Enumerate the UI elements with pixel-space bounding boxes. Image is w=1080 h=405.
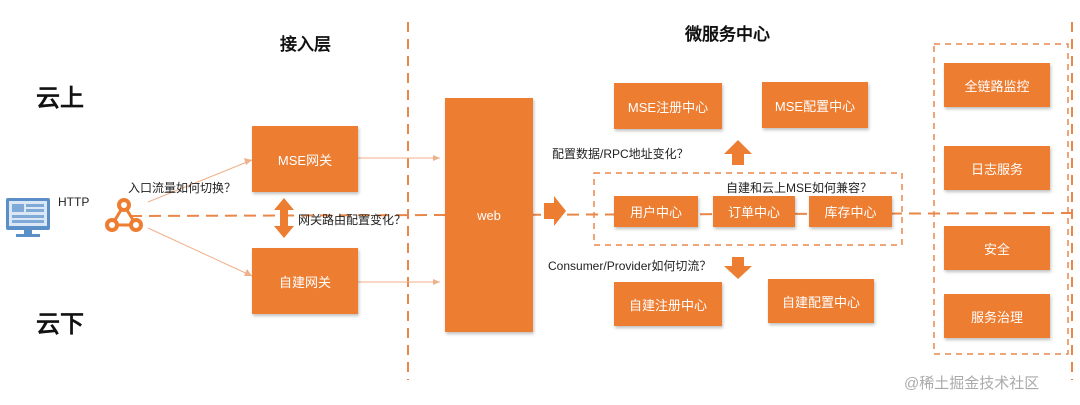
- up-arrow: [724, 140, 752, 165]
- client-monitor-icon: [6, 198, 50, 237]
- right-panel-logging: 日志服务: [944, 146, 1050, 190]
- right-panel-border: [933, 43, 1069, 355]
- watermark: @稀土掘金技术社区: [904, 375, 1040, 392]
- right-panel-governance: 服务治理: [944, 294, 1050, 338]
- self-built-gateway-box: 自建网关: [252, 248, 358, 314]
- service-user-center: 用户中心: [614, 196, 698, 227]
- mse-registry-box: MSE注册中心: [614, 83, 722, 129]
- main-traffic-line: [129, 212, 1080, 217]
- gateway-route-question: 网关路由配置变化？: [298, 213, 407, 227]
- service-order-center: 订单中心: [713, 196, 795, 227]
- service-inventory-center: 库存中心: [809, 196, 892, 227]
- right-panel-security: 安全: [944, 226, 1050, 270]
- mse-config-box: MSE配置中心: [762, 82, 868, 128]
- gateway-double-arrow: [274, 198, 294, 238]
- traffic-hub-icon: [105, 198, 143, 232]
- services-group-border: [593, 172, 903, 246]
- traffic-switch-question: 入口流量如何切换？: [128, 181, 237, 195]
- access-layer-heading: 接入层: [280, 35, 331, 54]
- web-to-services-arrow: [544, 196, 566, 226]
- self-config-box: 自建配置中心: [768, 279, 874, 323]
- compatibility-question: 自建和云上MSE如何兼容？: [726, 181, 873, 195]
- microservice-center-heading: 微服务中心: [685, 25, 770, 44]
- http-label: HTTP: [58, 195, 90, 209]
- down-arrow: [724, 257, 752, 279]
- consumer-provider-question: Consumer/Provider如何切流？: [548, 259, 712, 273]
- config-change-question: 配置数据/RPC地址变化？: [552, 147, 689, 161]
- cloud-up-label: 云上: [36, 85, 84, 112]
- mse-gateway-box: MSE网关: [252, 126, 358, 192]
- self-registry-box: 自建注册中心: [614, 282, 722, 326]
- right-panel-tracing: 全链路监控: [944, 63, 1050, 107]
- web-box: web: [445, 98, 533, 332]
- cloud-down-label: 云下: [36, 311, 84, 338]
